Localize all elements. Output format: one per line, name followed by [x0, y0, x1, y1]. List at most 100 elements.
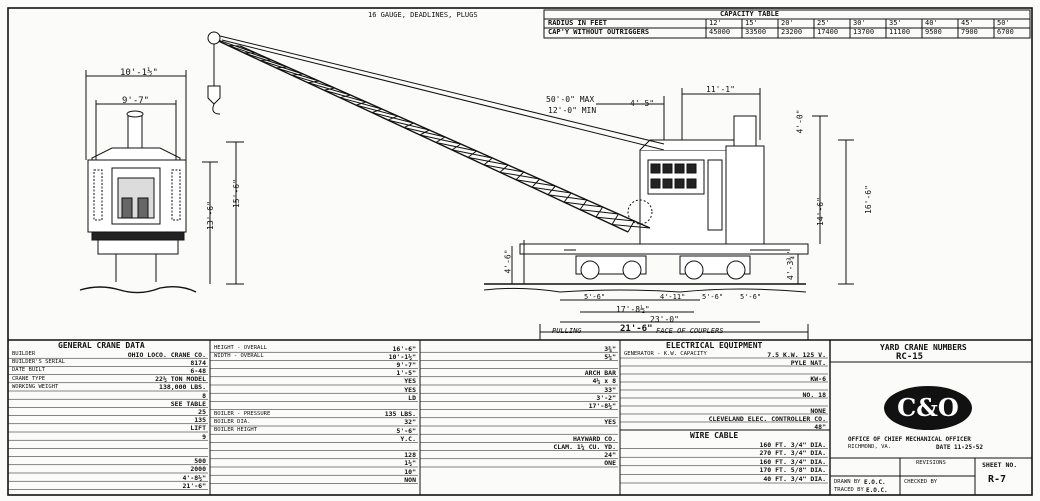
table-row-value: 128	[404, 451, 416, 460]
capacity-value-cell: 6700	[997, 28, 1014, 36]
crane-number: RC-15	[896, 352, 924, 362]
capacity-radius-cell: 45'	[961, 19, 974, 27]
capacity-value-cell: 13700	[853, 28, 875, 36]
table-row-value: ONE	[604, 459, 616, 468]
table-row-value: 135	[194, 416, 206, 425]
table-row-label: GENERATOR - K.W. CAPACITY	[624, 351, 707, 357]
table-row-value: ARCH BAR	[584, 369, 616, 378]
table-row-value: 6-48	[190, 366, 206, 375]
drawing-date: DATE 11-25-52	[936, 444, 983, 451]
table-row-label: BUILDER'S SERIAL	[12, 359, 65, 366]
data-table-grid	[8, 339, 1032, 495]
table-row-value: 16'-6"	[392, 344, 416, 353]
table-row-value: 4¼ x 8	[592, 377, 616, 386]
table-row-value: LIFT	[190, 424, 206, 433]
capacity-value-cell: 45000	[709, 28, 731, 36]
capacity-value-cell: 33500	[745, 28, 767, 36]
table-row-value: Y.C.	[400, 434, 416, 443]
table-row-value: 9'-7"	[396, 360, 416, 369]
dim-truck-center: 4'-11"	[660, 293, 686, 301]
capacity-radius-cell: 15'	[745, 19, 758, 27]
dim-stack-top: 4'-0"	[795, 109, 805, 134]
table-row-value: 40 FT. 3/4" DIA.	[763, 474, 826, 483]
capacity-value-cell: 9500	[925, 28, 942, 36]
table-row-label: HEIGHT - OVERALL	[214, 345, 267, 351]
dim-width-inner: 9'-7"	[122, 96, 150, 106]
yard-crane-numbers: YARD CRANE NUMBERS	[880, 343, 967, 352]
label-pulling: PULLING	[552, 327, 582, 335]
capacity-radius-cell: 25'	[817, 19, 830, 27]
table-row-value: 17'-8½"	[588, 401, 616, 410]
revisions-label: REVISIONS	[916, 460, 946, 466]
capacity-value-cell: 17400	[817, 28, 839, 36]
table-row-value: CLAM. 1¼ CU. YD.	[553, 442, 616, 451]
table-row-label: BOILER - PRESSURE	[214, 410, 271, 417]
drawn-by-value: E.O.C.	[864, 479, 886, 486]
dim-width-outer: 10'-1½"	[120, 68, 158, 78]
table-row-value: 10"	[404, 467, 416, 476]
capacity-value-cell: 23200	[781, 28, 803, 36]
header-note: 16 GAUGE, DEADLINES, PLUGS	[368, 11, 478, 19]
table-row-value: 160 FT. 3/4" DIA.	[759, 440, 826, 449]
table-row-value: 32"	[404, 418, 416, 427]
table-row-value: 22½ TON MODEL	[155, 375, 206, 384]
capacity-radius-cell: 50'	[997, 19, 1010, 27]
general-data-title: GENERAL CRANE DATA	[58, 341, 145, 350]
capacity-radius-cell: 20'	[781, 19, 794, 27]
dim-truck-a: 5'-6"	[584, 293, 606, 301]
dim-rail-a: 4'-6"	[503, 249, 513, 274]
table-row-value: HAYWARD CO.	[572, 434, 616, 443]
co-logo: C&O	[884, 386, 972, 430]
dim-cab-mid: 14'-6"	[815, 197, 825, 226]
table-row-value: 8	[202, 391, 206, 400]
drawn-by-label: DRAWN BY	[834, 479, 861, 485]
table-row-value: 21'-6"	[182, 481, 206, 490]
office-title: OFFICE OF CHIEF MECHANICAL OFFICER	[848, 436, 971, 443]
wire-cable-title: WIRE CABLE	[690, 431, 739, 440]
table-row-value: 1½"	[404, 459, 416, 468]
radius-label: RADIUS IN FEET	[548, 19, 608, 27]
side-view	[207, 31, 854, 340]
table-row-value: 25	[198, 407, 206, 416]
table-row-value: NO. 18	[802, 390, 826, 399]
dim-end-height: 15'-6"	[231, 179, 241, 208]
end-view	[79, 70, 244, 294]
checked-by-label: CHECKED BY	[904, 479, 938, 485]
table-row-value: YES	[404, 377, 416, 386]
table-row-value: 3'-2"	[596, 393, 616, 402]
table-row-value: 1'-5"	[396, 369, 416, 378]
dim-end-lower: 13'-6"	[205, 201, 215, 230]
traced-by-label: TRACED BY	[834, 487, 864, 493]
table-row-label: BOILER DIA.	[214, 418, 251, 425]
table-row-value: 138,000 LBS.	[159, 383, 206, 392]
capacity-table-grid	[543, 9, 1031, 39]
dim-boom-max: 50'-0" MAX	[546, 95, 595, 104]
table-row-label: WORKING WEIGHT	[12, 383, 59, 390]
table-row-value: 2000	[190, 465, 206, 474]
table-row-label: WIDTH - OVERALL	[214, 353, 264, 360]
capacity-radius-cell: 35'	[889, 19, 902, 27]
table-row-value: NON	[404, 475, 416, 484]
dim-boom-min: 12'-0" MIN	[548, 106, 597, 115]
traced-by-value: E.O.C.	[866, 487, 888, 494]
capacity-radius-cell: 30'	[853, 19, 866, 27]
table-row-value: YES	[604, 418, 616, 427]
capacity-value-cell: 11100	[889, 28, 911, 36]
table-row-value: 8174	[190, 358, 206, 367]
sheet-label: SHEET NO.	[982, 461, 1018, 469]
electrical-title: ELECTRICAL EQUIPMENT	[666, 341, 763, 350]
capacity-value-cell: 7900	[961, 28, 978, 36]
table-row-value: 48"	[814, 422, 826, 431]
table-row-value: CLEVELAND ELEC. CONTROLLER CO.	[708, 414, 826, 423]
table-row-value: 160 FT. 3/4" DIA.	[759, 457, 826, 466]
table-row-value: 24"	[604, 451, 616, 460]
table-row-label: DATE BUILT	[12, 367, 46, 374]
table-row-value: 500	[194, 457, 206, 466]
capacity-label: CAP'Y WITHOUT OUTRIGGERS	[548, 28, 650, 36]
table-row-value: 170 FT. 5/8" DIA.	[759, 466, 826, 475]
capacity-radius-cell: 12'	[709, 19, 722, 27]
dim-truck-c: 5'-6"	[740, 293, 762, 301]
label-face-of-couplers: FACE OF COUPLERS	[656, 327, 724, 335]
